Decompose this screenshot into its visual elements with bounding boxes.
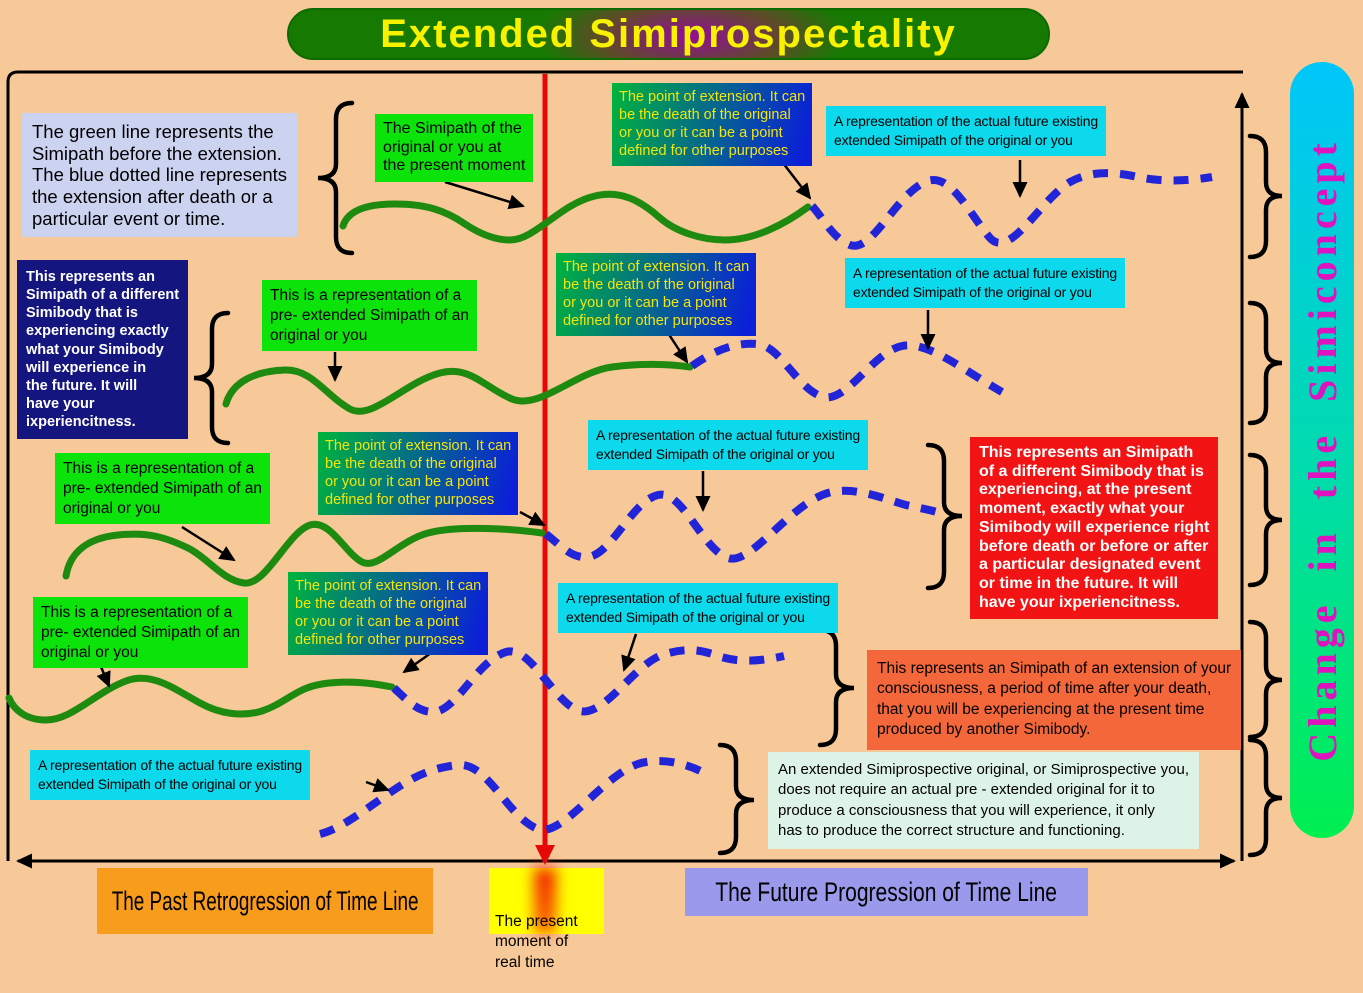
simipath-green-row3 [62, 520, 546, 587]
no-pre-extended-required-note: An extended Simiprospective original, or… [768, 752, 1200, 849]
arrow [666, 332, 689, 364]
arrow [782, 162, 812, 200]
arrow [181, 525, 236, 562]
side-banner-text: Change in the Simiconcept [1299, 138, 1345, 762]
arrow [402, 651, 432, 674]
brace-row2-left [193, 310, 231, 446]
side-banner: Change in the Simiconcept [1290, 62, 1354, 838]
present-moment-red-smear [534, 868, 556, 934]
brace-right-row5 [1247, 737, 1283, 858]
simipath-green-row1 [339, 190, 812, 244]
pre-extended-label-row2: This is a representation of a pre- exten… [262, 280, 478, 352]
page-title: Extended Simiprospectality [380, 11, 957, 56]
present-moment-label: The present moment of real time [489, 868, 604, 971]
different-simibody-future-note: This represents an Simipath of a differe… [17, 260, 189, 440]
title-oval: Extended Simiprospectality [287, 8, 1050, 60]
arrow [444, 180, 525, 210]
arrow [519, 510, 546, 527]
brace-row1-left [317, 100, 355, 256]
point-of-extension-label-row4: The point of extension. It can be the de… [288, 572, 489, 655]
brace-orangebox [817, 627, 855, 748]
future-timeline-label: The Future Progression of Time Line [685, 868, 1088, 916]
brace-right-row3 [1247, 452, 1283, 588]
extension-dashed-row5 [318, 757, 713, 838]
arrow [621, 633, 638, 672]
future-timeline-text: The Future Progression of Time Line [715, 876, 1058, 907]
brace-right-row1 [1247, 133, 1283, 260]
extension-of-consciousness-note: This represents an Simipath of an extens… [867, 650, 1242, 750]
diagram-page: { "title": "Extended Simiprospectality",… [5, 8, 1354, 971]
brace-right-row2 [1247, 300, 1283, 426]
pre-extended-label-row4: This is a representation of a pre- exten… [33, 597, 249, 669]
curly-braces [193, 100, 1283, 858]
extension-dashed-row2 [689, 339, 1004, 402]
legend-box: The green line represents the Simipath b… [22, 113, 298, 238]
pre-extended-label-row3: This is a representation of a pre- exten… [55, 453, 271, 525]
past-timeline-label: The Past Retrogression of Time Line [97, 868, 433, 934]
future-extended-label-row4: A representation of the actual future ex… [558, 583, 838, 633]
annotation-arrows [96, 160, 1028, 793]
extension-dashed-row1 [809, 169, 1213, 250]
brace-right-row4 [1247, 619, 1283, 740]
future-extended-label-row2: A representation of the actual future ex… [845, 258, 1125, 308]
brace-mintbox [717, 742, 755, 856]
frame-border [6, 70, 1243, 861]
extension-dashed-row3 [543, 486, 944, 563]
point-of-extension-label-row3: The point of extension. It can be the de… [318, 432, 519, 515]
point-of-extension-label-row1: The point of extension. It can be the de… [612, 83, 813, 166]
past-timeline-text: The Past Retrogression of Time Line [111, 885, 419, 916]
present-moment-text: The present moment of real time [495, 913, 578, 971]
simipath-green-row4 [5, 674, 396, 724]
diagram-canvas [5, 70, 1283, 869]
point-of-extension-label-row2: The point of extension. It can be the de… [556, 253, 757, 336]
arrow [365, 778, 390, 793]
simipath-present-label: The Simipath of the original or you at t… [375, 114, 534, 183]
future-extended-label-row3: A representation of the actual future ex… [588, 420, 868, 470]
future-extended-label-row5: A representation of the actual future ex… [30, 750, 310, 800]
brace-redbox [925, 442, 963, 591]
future-extended-label-row1: A representation of the actual future ex… [826, 106, 1106, 156]
extension-dashed-row4 [391, 646, 785, 716]
simipath-green-row2 [222, 360, 694, 415]
different-simibody-present-note: This represents an Simipath of a differe… [970, 437, 1219, 620]
